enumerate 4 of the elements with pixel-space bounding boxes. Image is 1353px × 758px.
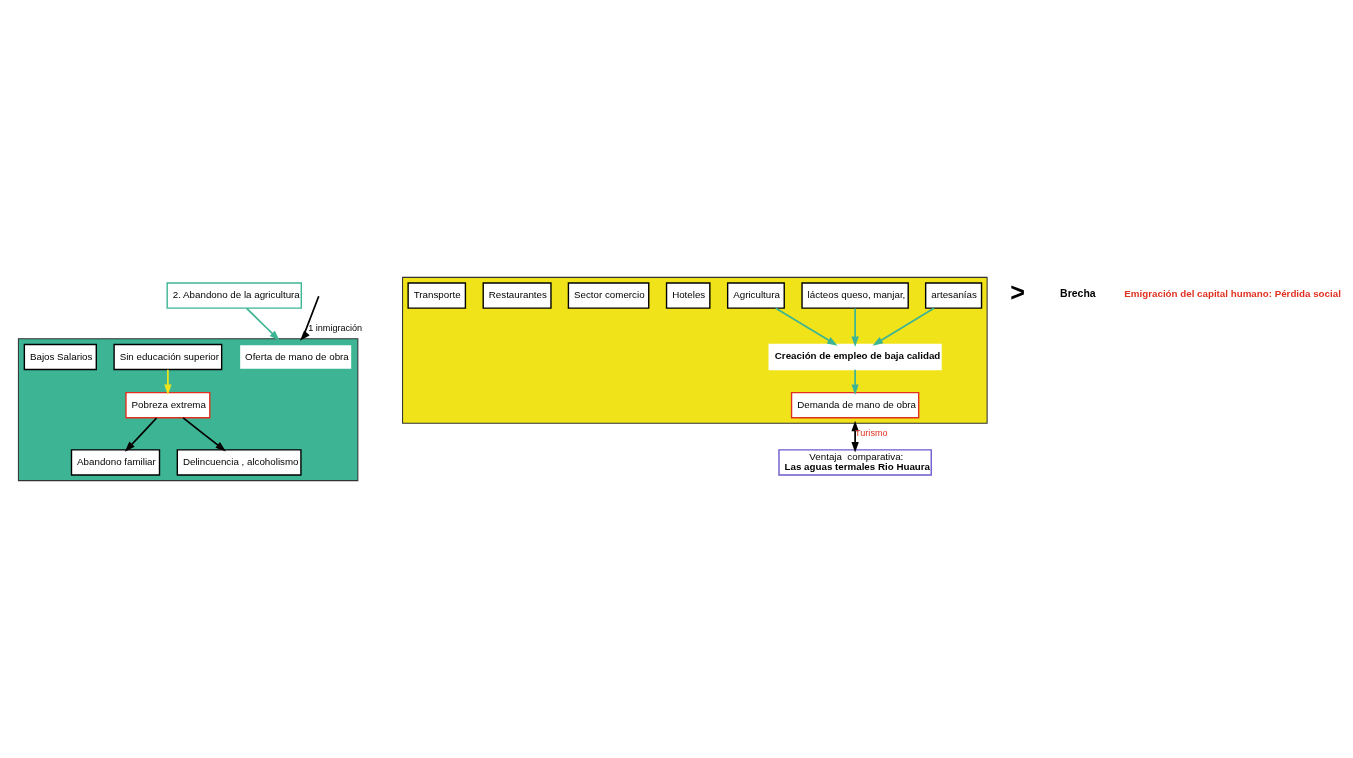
label: Emigración del capital humano: Pérdida social	[1124, 288, 1341, 300]
edge-label: 1 inmigración	[308, 322, 363, 333]
label: Brecha	[1060, 288, 1096, 300]
label: >	[1010, 277, 1025, 306]
